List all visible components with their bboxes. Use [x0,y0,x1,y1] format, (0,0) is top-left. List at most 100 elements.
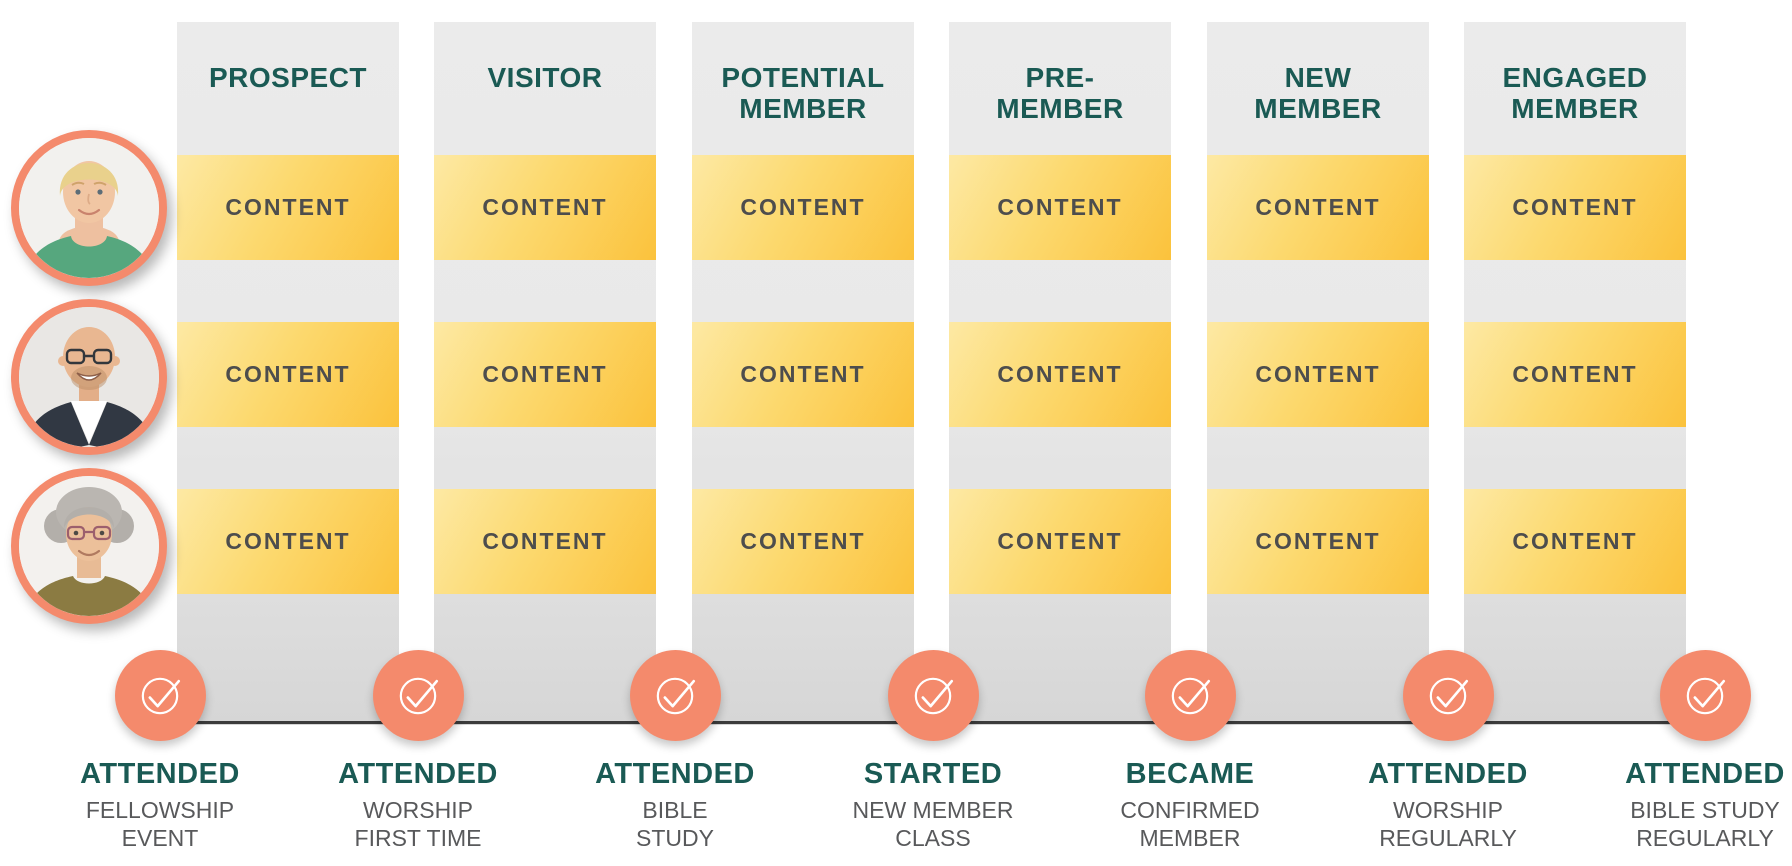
content-box: CONTENT [1464,155,1686,260]
milestone-attended-fellowship-event: ATTENDED FELLOWSHIP EVENT [30,650,290,852]
stage-title-line: PRE- [1025,62,1095,93]
content-label: CONTENT [740,361,866,387]
milestone-action: BECAME [1125,758,1255,790]
content-label: CONTENT [482,194,608,220]
content-label: CONTENT [1255,528,1381,554]
milestone-action: ATTENDED [1625,758,1785,790]
content-box: CONTENT [1207,155,1429,260]
milestone-detail: BIBLE STUDY REGULARLY [1575,796,1792,852]
milestone-detail-line: NEW MEMBER [852,797,1014,823]
content-label: CONTENT [1255,194,1381,220]
content-box: CONTENT [1464,489,1686,594]
avatar-senior-woman [11,468,167,624]
milestone-detail-line: REGULARLY [1636,825,1774,851]
avatar-bald-man-illustration [19,307,159,447]
milestone-detail-line: MEMBER [1139,825,1241,851]
check-circle-icon [1659,650,1751,741]
stage-column-potential-member: POTENTIAL MEMBER CONTENT CONTENT CONTENT [692,22,914,725]
content-label: CONTENT [1512,361,1638,387]
milestone-detail: WORSHIP REGULARLY [1318,796,1578,852]
content-label: CONTENT [225,528,351,554]
stage-title-line: MEMBER [1254,93,1382,124]
milestone-detail-line: BIBLE [642,797,708,823]
check-circle-icon [1144,650,1236,741]
content-box: CONTENT [177,489,399,594]
content-label: CONTENT [740,528,866,554]
milestone-attended-bible-study: ATTENDED BIBLE STUDY [545,650,805,852]
stage-column-pre-member: PRE- MEMBER CONTENT CONTENT CONTENT [949,22,1171,725]
content-label: CONTENT [482,528,608,554]
content-label: CONTENT [225,194,351,220]
content-box: CONTENT [1464,322,1686,427]
content-box: CONTENT [692,322,914,427]
milestone-action: ATTENDED [338,758,498,790]
stage-title-line: POTENTIAL [721,62,885,93]
milestone-detail: CONFIRMED MEMBER [1060,796,1320,852]
milestone-detail-line: EVENT [121,825,199,851]
milestone-action: ATTENDED [1368,758,1528,790]
stage-title: NEW MEMBER [1207,22,1429,124]
content-box: CONTENT [434,322,656,427]
stage-column-new-member: NEW MEMBER CONTENT CONTENT CONTENT [1207,22,1429,725]
milestone-detail-line: STUDY [636,825,714,851]
check-circle-icon [114,650,206,741]
milestone-action: ATTENDED [80,758,240,790]
milestone-started-new-member-class: STARTED NEW MEMBER CLASS [803,650,1063,852]
avatar-young-woman [11,130,167,286]
avatar-bald-man [11,299,167,455]
milestone-detail-line: CONFIRMED [1120,797,1260,823]
milestone-detail-line: REGULARLY [1379,825,1517,851]
stage-title: VISITOR [434,22,656,93]
content-box: CONTENT [434,155,656,260]
stage-title: POTENTIAL MEMBER [692,22,914,124]
stage-column-engaged-member: ENGAGED MEMBER CONTENT CONTENT CONTENT [1464,22,1686,725]
content-label: CONTENT [1255,361,1381,387]
milestone-detail: BIBLE STUDY [545,796,805,852]
stage-title-line: MEMBER [739,93,867,124]
milestone-action: STARTED [863,758,1003,790]
stage-title-line: VISITOR [487,62,603,93]
stage-column-visitor: VISITOR CONTENT CONTENT CONTENT [434,22,656,725]
content-box: CONTENT [949,155,1171,260]
avatar-senior-woman-illustration [19,476,159,616]
content-box: CONTENT [692,489,914,594]
content-box: CONTENT [949,322,1171,427]
milestone-attended-bible-study-regularly: ATTENDED BIBLE STUDY REGULARLY [1575,650,1792,852]
check-circle-icon [887,650,979,741]
milestone-detail-line: WORSHIP [363,797,473,823]
milestone-detail: NEW MEMBER CLASS [803,796,1063,852]
milestone-attended-worship-regularly: ATTENDED WORSHIP REGULARLY [1318,650,1578,852]
stage-title-line: MEMBER [996,93,1124,124]
stage-title: PROSPECT [177,22,399,93]
milestone-detail-line: CLASS [895,825,971,851]
stage-title: ENGAGED MEMBER [1464,22,1686,124]
content-box: CONTENT [1207,489,1429,594]
content-label: CONTENT [997,361,1123,387]
content-label: CONTENT [740,194,866,220]
stage-title-line: ENGAGED [1502,62,1648,93]
milestone-detail-line: WORSHIP [1393,797,1503,823]
stage-column-prospect: PROSPECT CONTENT CONTENT CONTENT [177,22,399,725]
content-box: CONTENT [692,155,914,260]
stage-title-line: NEW [1284,62,1352,93]
milestone-detail: FELLOWSHIP EVENT [30,796,290,852]
milestone-action: ATTENDED [595,758,755,790]
milestone-detail-line: FIRST TIME [354,825,482,851]
content-box: CONTENT [1207,322,1429,427]
content-box: CONTENT [177,155,399,260]
content-label: CONTENT [482,361,608,387]
stage-title: PRE- MEMBER [949,22,1171,124]
check-circle-icon [629,650,721,741]
content-box: CONTENT [949,489,1171,594]
content-box: CONTENT [434,489,656,594]
content-label: CONTENT [997,194,1123,220]
content-label: CONTENT [1512,194,1638,220]
stage-title-line: PROSPECT [208,62,368,93]
milestone-attended-worship-first-time: ATTENDED WORSHIP FIRST TIME [288,650,548,852]
check-circle-icon [1402,650,1494,741]
check-circle-icon [372,650,464,741]
content-label: CONTENT [1512,528,1638,554]
milestone-detail-line: FELLOWSHIP [85,797,235,823]
stage-title-line: MEMBER [1511,93,1639,124]
